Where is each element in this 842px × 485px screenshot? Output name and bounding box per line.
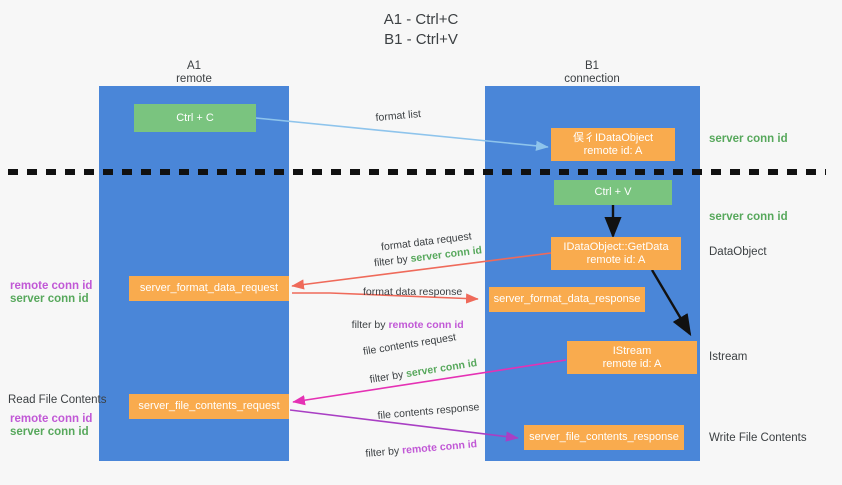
edge-label-format-data-response: format data response	[363, 286, 463, 298]
filter-value-remote-conn-id: remote conn id	[401, 438, 478, 457]
right-label-server-conn-id-second: server conn id	[709, 211, 788, 223]
left-label-remote-conn-id-lower: remote conn id	[10, 413, 93, 425]
edge-label-format-data-response-filter: filter by remote conn id	[340, 304, 464, 346]
filter-prefix: filter by	[351, 319, 389, 331]
node-idataobject-getdata[interactable]: IDataObject::GetData remote id: A	[551, 237, 681, 270]
right-label-istream: Istream	[709, 351, 748, 363]
left-label-read-file-contents: Read File Contents	[8, 394, 107, 406]
lane-header-b1: B1 connection	[564, 60, 620, 85]
right-label-write-file-contents: Write File Contents	[709, 432, 807, 444]
node-ctrl-v[interactable]: Ctrl + V	[554, 180, 672, 205]
left-label-remote-conn-id-upper: remote conn id	[10, 280, 93, 292]
lane-header-a1: A1 remote	[176, 60, 212, 85]
filter-value-remote-conn-id: remote conn id	[388, 319, 464, 331]
node-ctrl-c[interactable]: Ctrl + C	[134, 104, 256, 132]
diagram-title: A1 - Ctrl+C B1 - Ctrl+V	[383, 11, 459, 48]
node-server-file-contents-request[interactable]: server_file_contents_request	[129, 394, 289, 419]
node-server-format-data-request[interactable]: server_format_data_request	[129, 276, 289, 301]
filter-prefix: filter by	[373, 252, 412, 270]
edge-label-file-contents-response: file contents response	[377, 401, 480, 422]
filter-prefix: filter by	[368, 368, 408, 386]
right-label-server-conn-id-top: server conn id	[709, 133, 788, 145]
node-istream[interactable]: IStream remote id: A	[567, 341, 697, 374]
filter-prefix: filter by	[364, 444, 403, 460]
filter-value-server-conn-id: server conn id	[405, 357, 478, 381]
left-label-server-conn-id-lower: server conn id	[10, 426, 89, 438]
node-data-object-remote[interactable]: 俣彳IDataObject remote id: A	[551, 128, 675, 161]
edge-label-format-list: format list	[375, 108, 422, 124]
edge-label-file-contents-response-filter: filter by remote conn id	[352, 423, 479, 476]
node-server-format-data-response[interactable]: server_format_data_response	[489, 287, 645, 312]
filter-value-server-conn-id: server conn id	[409, 244, 483, 265]
node-server-file-contents-response[interactable]: server_file_contents_response	[524, 425, 684, 450]
right-label-data-object: DataObject	[709, 246, 767, 258]
left-label-server-conn-id-upper: server conn id	[10, 293, 89, 305]
